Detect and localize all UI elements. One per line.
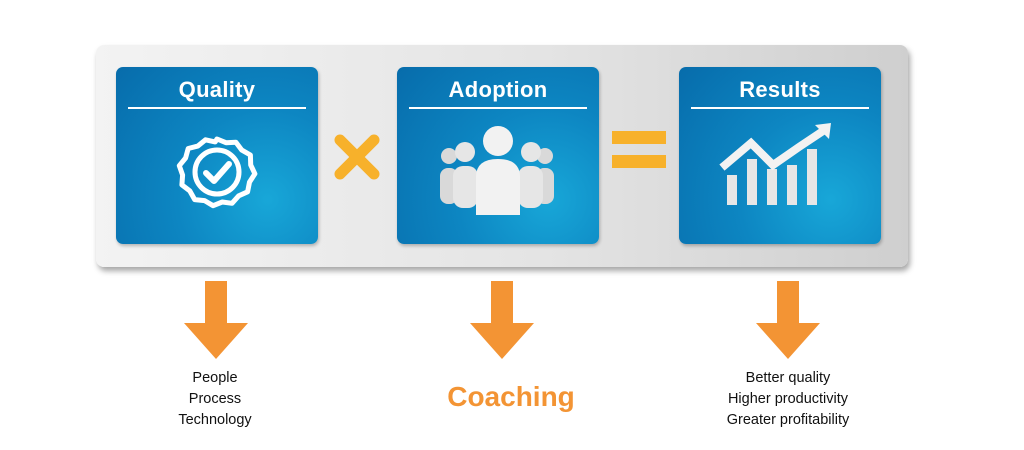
results-outcomes: Better quality Higher productivity Great… [697,368,879,431]
check-badge-icon [176,136,258,209]
quality-outcome-item: Technology [178,412,252,428]
group-icon [440,126,554,215]
adoption-outcome-coaching: Coaching [447,381,575,412]
badge-outline [176,136,258,209]
growth-chart-icon [719,123,831,205]
adoption-card: Adoption [397,67,599,244]
results-outcome-item: Greater profitability [726,412,850,428]
results-outcome-item: Higher productivity [727,391,849,407]
adoption-title: Adoption [448,77,548,102]
quality-title-rule [128,107,306,109]
results-card: Results [679,67,881,244]
quality-title: Quality [178,77,256,102]
checkmark [203,161,232,184]
badge-ring [192,147,242,197]
quality-outcome-item: Process [188,391,242,407]
results-outcome-item: Better quality [745,370,831,386]
results-title: Results [739,77,821,102]
down-arrow-icon [184,281,248,359]
multiply-icon [334,134,380,180]
quality-card: Quality [116,67,318,244]
quality-outcome-item: People [192,370,238,386]
adoption-title-rule [409,107,587,109]
down-arrow-icon [756,281,820,359]
results-title-rule [691,107,869,109]
quality-outcomes: People Process Technology [134,368,296,431]
down-arrow-icon [470,281,534,359]
equals-icon [612,131,666,168]
